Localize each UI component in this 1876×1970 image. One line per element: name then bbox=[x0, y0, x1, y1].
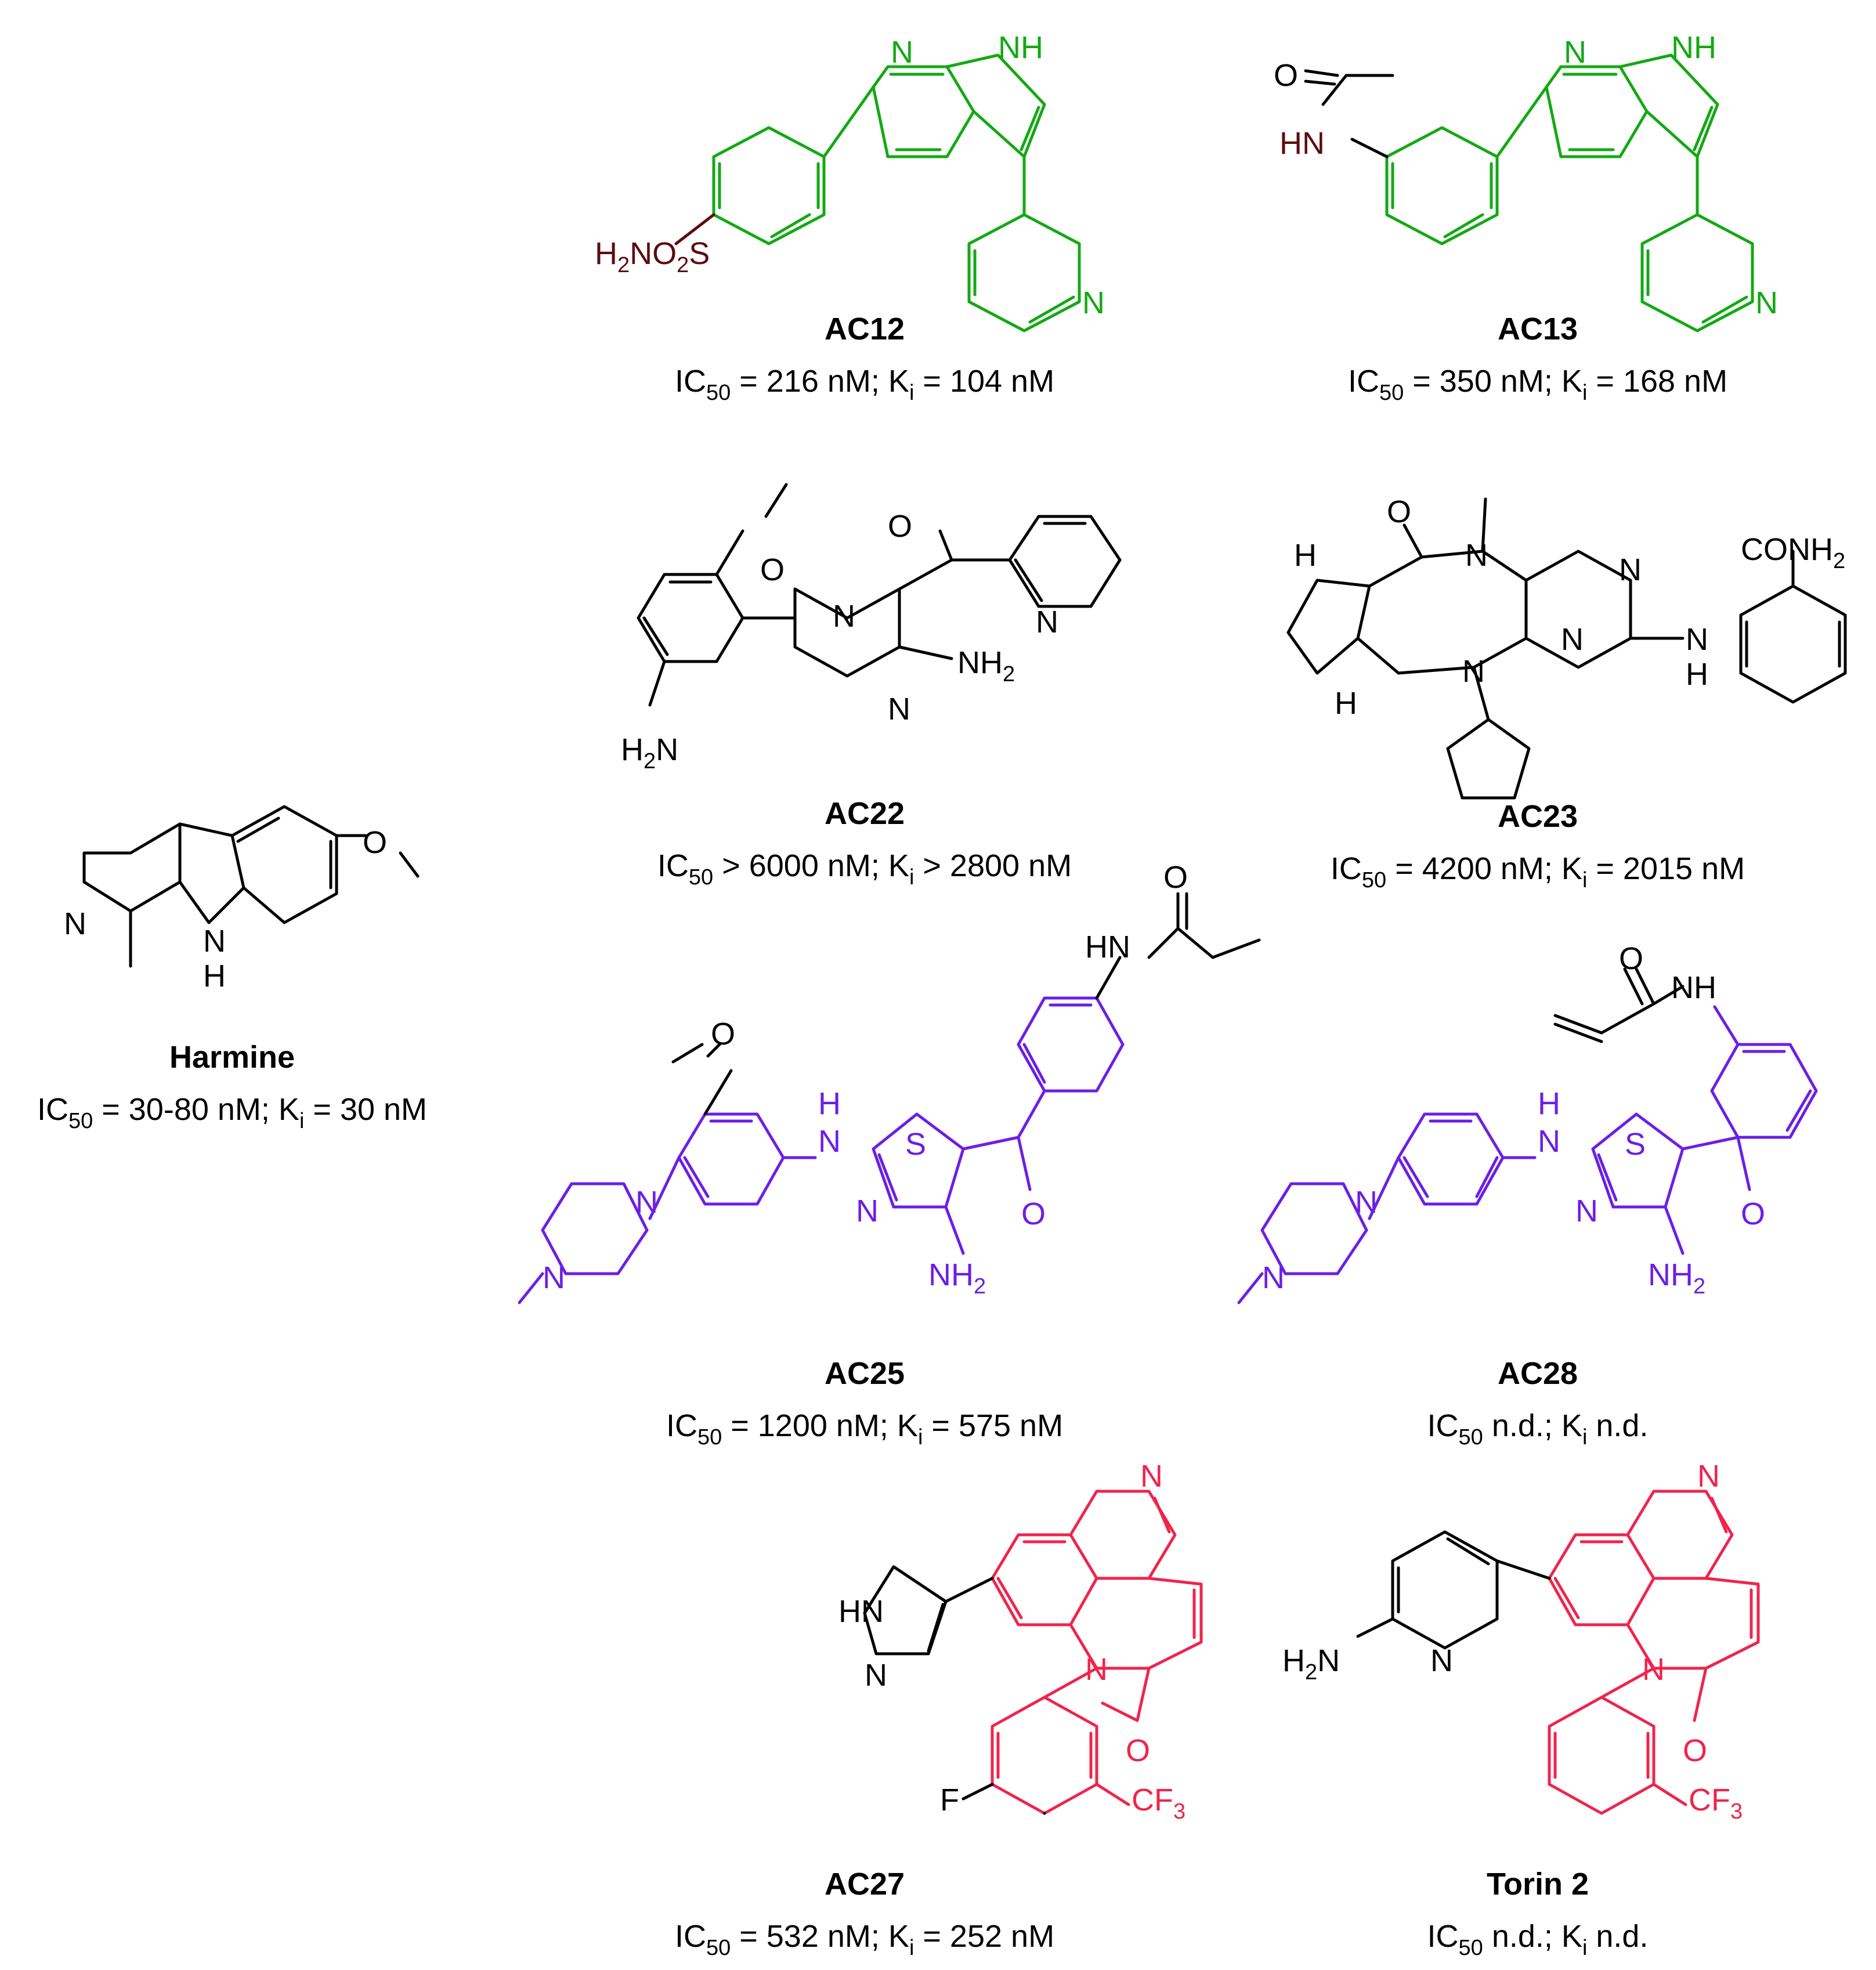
atom-n: N bbox=[1355, 1185, 1378, 1220]
activity-values: IC50 n.d.; Ki n.d. bbox=[1427, 1408, 1649, 1450]
atom-h2n: H2N bbox=[1282, 1643, 1340, 1685]
atom-n: N bbox=[1697, 1459, 1720, 1494]
structure-harmine: O N N H bbox=[64, 805, 420, 993]
atom-hn: HN bbox=[1085, 930, 1130, 964]
compound-name: AC27 bbox=[825, 1867, 905, 1902]
atom-o: O bbox=[1126, 1733, 1150, 1768]
atom-h: H bbox=[818, 1086, 841, 1121]
atom-nh: NH bbox=[998, 30, 1043, 65]
structure-ac27: N N O CF3 HN N F bbox=[838, 1459, 1203, 1824]
compound-name: AC23 bbox=[1498, 799, 1578, 834]
atom-h: H bbox=[1538, 1086, 1560, 1121]
atom-n: N bbox=[1642, 1652, 1665, 1687]
atom-o: O bbox=[1387, 494, 1411, 529]
structure-ac23: O N N N N H H N H CONH2 bbox=[1286, 494, 1847, 800]
structure-ac12: N NH N H2NO2S bbox=[595, 30, 1105, 332]
atom-o: O bbox=[760, 552, 785, 587]
atom-cf3: CF3 bbox=[1689, 1783, 1743, 1824]
atom-s: S bbox=[905, 1127, 926, 1162]
compound-name: Torin 2 bbox=[1487, 1867, 1589, 1902]
structure-ac25: O O HN H N S N O NH2 N N bbox=[518, 860, 1261, 1304]
atom-sulfonamide: H2NO2S bbox=[595, 236, 710, 277]
atom-n: N bbox=[1564, 35, 1586, 70]
atom-nh2: NH2 bbox=[1648, 1257, 1705, 1299]
atom-h: H bbox=[1335, 686, 1357, 721]
compound-name: AC12 bbox=[825, 312, 905, 346]
structure-ac28: O NH H N S N O NH2 N N bbox=[1237, 941, 1818, 1304]
atom-o: O bbox=[1741, 1197, 1765, 1231]
atom-o: O bbox=[711, 1017, 735, 1051]
atom-nh: NH bbox=[1671, 970, 1716, 1005]
atom-n: N bbox=[1140, 1459, 1163, 1494]
atom-n: N bbox=[1082, 285, 1105, 320]
atom-n: N bbox=[1575, 1194, 1598, 1228]
atom-n: N bbox=[203, 924, 226, 959]
atom-o: O bbox=[363, 825, 387, 860]
compound-name: AC25 bbox=[825, 1356, 905, 1391]
atom-h2n: H2N bbox=[621, 732, 678, 773]
atom-n: N bbox=[1462, 654, 1485, 689]
atom-n: N bbox=[1430, 1643, 1453, 1678]
atom-conh2: CONH2 bbox=[1741, 532, 1845, 573]
activity-values: IC50 = 216 nM; Ki = 104 nM bbox=[675, 364, 1054, 405]
atom-n: N bbox=[1755, 285, 1778, 320]
atom-o: O bbox=[1274, 58, 1298, 93]
atom-o: O bbox=[1163, 860, 1188, 895]
activity-values: IC50 = 1200 nM; Ki = 575 nM bbox=[666, 1408, 1063, 1450]
atom-n: N bbox=[1036, 605, 1058, 639]
atom-o: O bbox=[1021, 1197, 1046, 1231]
structure-ac13: O HN N NH N bbox=[1274, 30, 1778, 332]
compound-name: Harmine bbox=[169, 1040, 295, 1075]
atom-n: N bbox=[888, 692, 910, 726]
compound-name: AC13 bbox=[1498, 312, 1578, 346]
structure-torin2: N N O CF3 N H2N bbox=[1282, 1459, 1760, 1824]
compound-name: AC22 bbox=[825, 796, 905, 831]
atom-nh: NH bbox=[1671, 30, 1716, 65]
atom-o: O bbox=[1619, 941, 1643, 976]
atom-nh2: NH2 bbox=[957, 645, 1015, 686]
atom-n: N bbox=[818, 1124, 841, 1159]
atom-hn: HN bbox=[1279, 126, 1325, 161]
atom-o: O bbox=[1683, 1733, 1707, 1768]
atom-h: H bbox=[203, 959, 226, 993]
atom-o: O bbox=[888, 509, 912, 544]
compound-name: AC28 bbox=[1498, 1356, 1578, 1391]
activity-values: IC50 = 532 nM; Ki = 252 nM bbox=[675, 1919, 1054, 1960]
atom-n: N bbox=[1561, 622, 1584, 657]
atom-s: S bbox=[1625, 1127, 1646, 1162]
atom-h: H bbox=[1686, 657, 1708, 692]
atom-n: N bbox=[1686, 622, 1708, 657]
activity-values: IC50 > 6000 nM; Ki > 2800 nM bbox=[657, 848, 1072, 890]
activity-values: IC50 = 350 nM; Ki = 168 nM bbox=[1348, 364, 1727, 405]
atom-n: N bbox=[1465, 538, 1488, 573]
atom-n: N bbox=[833, 599, 855, 634]
atom-f: F bbox=[940, 1783, 959, 1817]
structure-ac22: O O N N N NH2 H2N bbox=[621, 483, 1122, 773]
atom-n: N bbox=[1262, 1260, 1285, 1295]
activity-values: IC50 = 4200 nM; Ki = 2015 nM bbox=[1331, 851, 1745, 892]
atom-hn: HN bbox=[838, 1594, 884, 1629]
atom-n: N bbox=[856, 1194, 879, 1228]
atom-n: N bbox=[1538, 1124, 1560, 1159]
activity-values: IC50 n.d.; Ki n.d. bbox=[1427, 1919, 1649, 1960]
atom-n: N bbox=[1619, 552, 1642, 587]
atom-h: H bbox=[1294, 538, 1317, 573]
atom-n: N bbox=[865, 1658, 887, 1693]
atom-n: N bbox=[64, 906, 86, 941]
atom-n: N bbox=[1085, 1652, 1108, 1687]
atom-n: N bbox=[543, 1260, 565, 1295]
atom-cf3: CF3 bbox=[1132, 1783, 1185, 1824]
atom-n: N bbox=[635, 1185, 658, 1220]
activity-values: IC50 = 30-80 nM; Ki = 30 nM bbox=[37, 1092, 427, 1133]
atom-nh2: NH2 bbox=[928, 1257, 986, 1299]
atom-n: N bbox=[891, 35, 913, 70]
